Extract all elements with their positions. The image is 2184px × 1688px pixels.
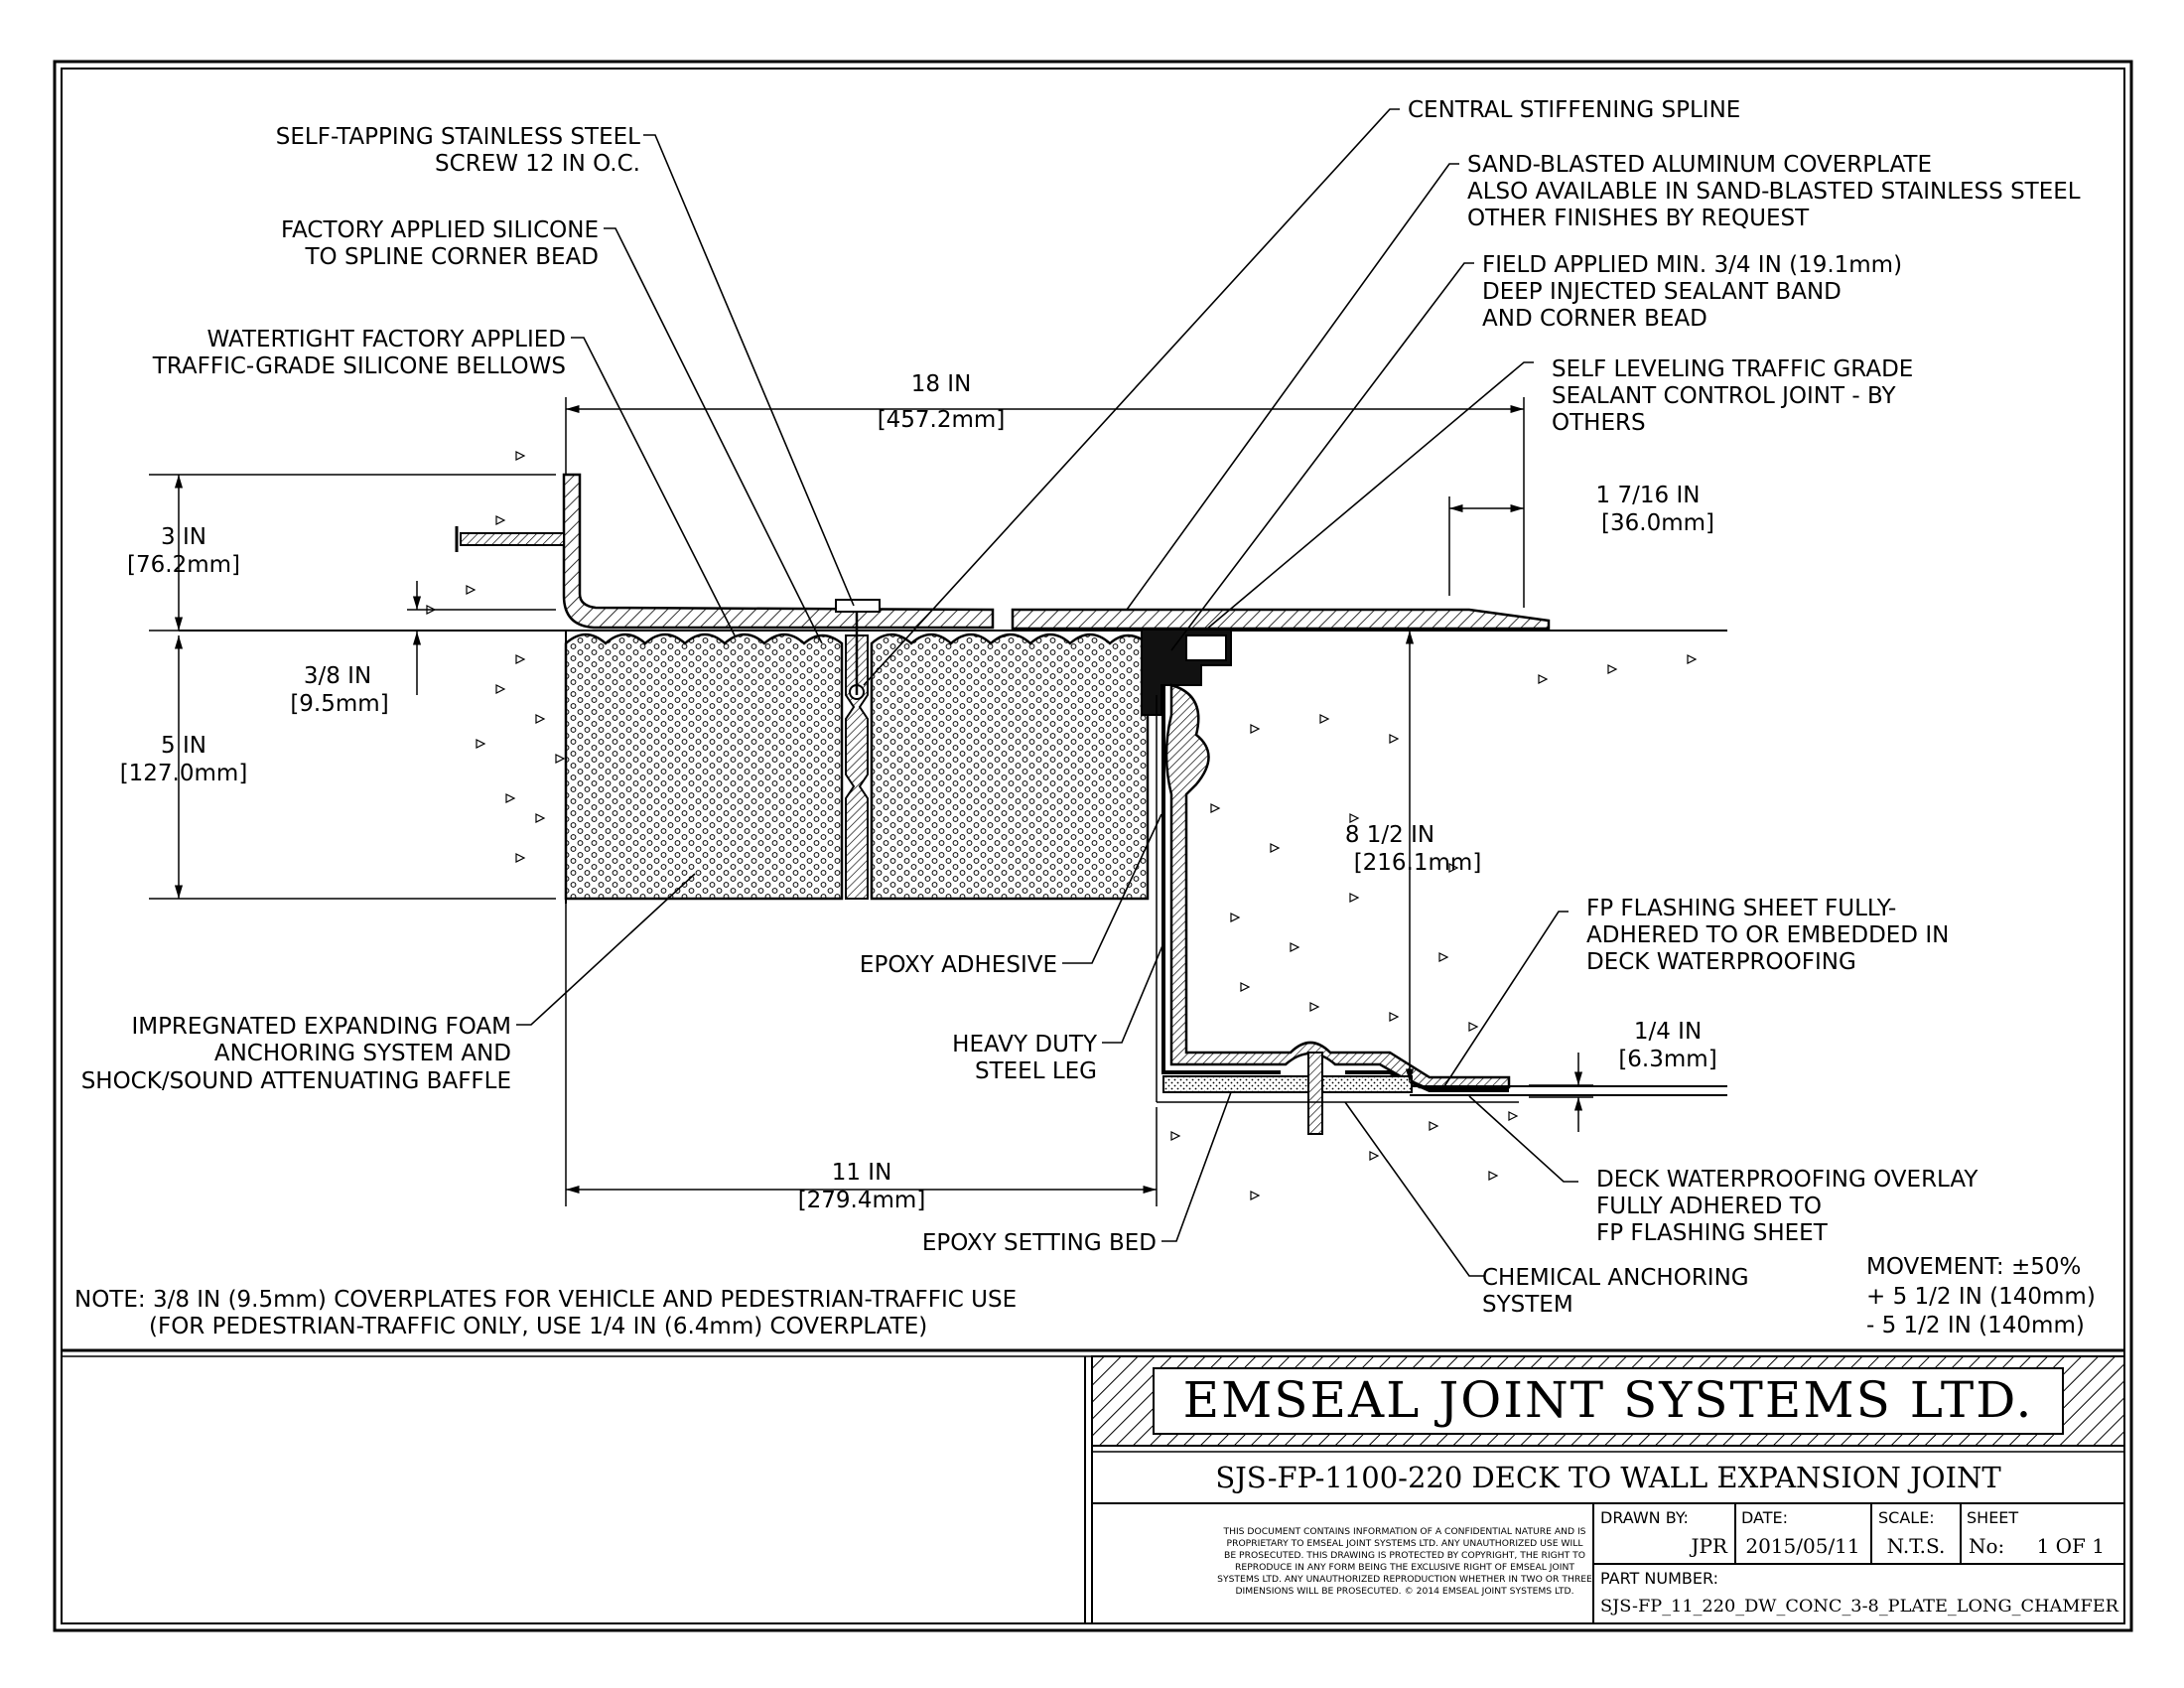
dim-5-mm: [127.0mm] [120,761,248,786]
company-band [1153,1367,2064,1435]
joint-detail [149,108,1727,1277]
dim-3-8-in: 3/8 IN [304,663,371,689]
note-line-1: NOTE: 3/8 IN (9.5mm) COVERPLATES FOR VEH… [74,1287,1017,1313]
disclaimer-line-3: BE PROSECUTED. THIS DRAWING IS PROTECTED… [1224,1550,1585,1561]
dim-18-mm: [457.2mm] [878,407,1006,433]
drawn-by-label: DRAWN BY: [1600,1508,1689,1527]
callout-silicone-bead-2: TO SPLINE CORNER BEAD [304,244,599,270]
flashing-sheet [1161,685,1509,1092]
callout-flashing-2: ADHERED TO OR EMBEDDED IN [1586,922,1949,948]
callout-coverplate-2: ALSO AVAILABLE IN SAND-BLASTED STAINLESS… [1467,179,2081,205]
date-label: DATE: [1741,1508,1788,1527]
dim-3-mm: [76.2mm] [127,552,240,578]
scale-value: N.T.S. [1887,1534,1946,1558]
dim-chamfer-mm: [36.0mm] [1601,510,1714,536]
callout-coverplate-3: OTHER FINISHES BY REQUEST [1467,206,1810,231]
coverplate-left [562,473,995,630]
callout-control-joint-3: OTHERS [1552,410,1646,436]
callout-sealant-band-3: AND CORNER BEAD [1482,306,1707,332]
sheet-border-outer [53,60,2133,1632]
callout-labels: SELF-TAPPING STAINLESS STEEL SCREW 12 IN… [81,97,2081,1318]
sheet-label: SHEET [1967,1508,2018,1527]
disclaimer-line-4: REPRODUCE IN ANY FORM BEING THE EXCLUSIV… [1235,1562,1574,1573]
dim-8-5-in: 8 1/2 IN [1345,822,1434,848]
steel-leg [1164,683,1511,1089]
coverplate-right [1011,608,1551,631]
callout-anchoring-2: SYSTEM [1482,1292,1573,1318]
dim-11-in: 11 IN [832,1160,892,1186]
callout-control-joint-1: SELF LEVELING TRAFFIC GRADE [1552,356,1913,382]
movement-plus: + 5 1/2 IN (140mm) [1866,1284,2096,1310]
callout-spline: CENTRAL STIFFENING SPLINE [1408,97,1740,123]
disclaimer-block: THIS DOCUMENT CONTAINS INFORMATION OF A … [1217,1526,1592,1597]
callout-coverplate-1: SAND-BLASTED ALUMINUM COVERPLATE [1467,152,1932,178]
callout-overlay-2: FULLY ADHERED TO [1596,1194,1822,1219]
leader-lines [516,108,1578,1277]
chemical-anchor [1307,1052,1323,1135]
dim-5-in: 5 IN [161,733,206,759]
wall-anchor-bolt [460,532,565,546]
dimension-labels: 18 IN [457.2mm] 1 7/16 IN [36.0mm] 3 IN … [120,371,1717,1213]
drawing-title: SJS-FP-1100-220 DECK TO WALL EXPANSION J… [1215,1461,2001,1494]
dim-3-8-mm: [9.5mm] [290,691,388,717]
dim-8-5-mm: [216.1mm] [1354,850,1482,876]
drawn-by-value: JPR [1689,1534,1727,1558]
callout-steel-leg-2: STEEL LEG [975,1058,1097,1084]
central-spline [845,634,869,900]
callout-steel-leg-1: HEAVY DUTY [952,1032,1098,1057]
part-number-label: PART NUMBER: [1600,1569,1718,1588]
callout-flashing-3: DECK WATERPROOFING [1586,949,1856,975]
callout-overlay-1: DECK WATERPROOFING OVERLAY [1596,1167,1979,1193]
epoxy-setting-bed [1162,1075,1413,1093]
dim-18-in: 18 IN [911,371,972,397]
company-name: EMSEAL JOINT SYSTEMS LTD. [1183,1371,2034,1429]
movement-minus: - 5 1/2 IN (140mm) [1866,1313,2085,1338]
dim-chamfer-in: 1 7/16 IN [1596,483,1701,508]
callout-overlay-3: FP FLASHING SHEET [1596,1220,1829,1246]
dim-1-4-in: 1/4 IN [1634,1019,1702,1045]
callout-anchoring-1: CHEMICAL ANCHORING [1482,1265,1749,1291]
corner-bead [1185,634,1227,661]
disclaimer-line-1: THIS DOCUMENT CONTAINS INFORMATION OF A … [1222,1526,1585,1537]
movement-title: MOVEMENT: ±50% [1866,1254,2081,1280]
callout-bellows-1: WATERTIGHT FACTORY APPLIED [207,327,566,352]
sheet-value: 1 OF 1 [2037,1534,2105,1558]
callout-control-joint-2: SEALANT CONTROL JOINT - BY [1552,383,1897,409]
callout-foam-3: SHOCK/SOUND ATTENUATING BAFFLE [81,1068,511,1094]
sheet-no-label: No: [1969,1534,2004,1558]
dimension-lines [149,397,1593,1206]
callout-screw-2: SCREW 12 IN O.C. [435,151,640,177]
callout-epoxy-adhesive: EPOXY ADHESIVE [860,952,1057,978]
callout-sealant-band-2: DEEP INJECTED SEALANT BAND [1482,279,1842,305]
part-number-value: SJS-FP_11_220_DW_CONC_3-8_PLATE_LONG_CHA… [1600,1597,2119,1617]
disclaimer-line-5: SYSTEMS LTD. ANY UNAUTHORIZED REPRODUCTI… [1217,1574,1592,1585]
dim-3-in: 3 IN [161,524,206,550]
dim-11-mm: [279.4mm] [798,1188,926,1213]
disclaimer-line-2: PROPRIETARY TO EMSEAL JOINT SYSTEMS LTD.… [1227,1538,1584,1549]
callout-sealant-band-1: FIELD APPLIED MIN. 3/4 IN (19.1mm) [1482,252,1902,278]
callout-screw-1: SELF-TAPPING STAINLESS STEEL [276,124,640,150]
dim-1-4-mm: [6.3mm] [1618,1047,1716,1072]
cover-screw-head [835,599,881,613]
disclaimer-line-6: DIMENSIONS WILL BE PROSECUTED. © 2014 EM… [1235,1586,1573,1597]
foam-block-left [564,633,844,901]
title-block: EMSEAL JOINT SYSTEMS LTD. SJS-FP-1100-22… [62,1348,2125,1623]
callout-setting-bed: EPOXY SETTING BED [922,1230,1157,1256]
callout-foam-2: ANCHORING SYSTEM AND [214,1041,511,1066]
scale-label: SCALE: [1878,1508,1935,1527]
callout-silicone-bead-1: FACTORY APPLIED SILICONE [281,217,599,243]
callout-bellows-2: TRAFFIC-GRADE SILICONE BELLOWS [152,353,566,379]
callout-flashing-1: FP FLASHING SHEET FULLY- [1586,896,1896,921]
foam-block-right [870,633,1150,901]
date-value: 2015/05/11 [1745,1534,1859,1558]
callout-foam-1: IMPREGNATED EXPANDING FOAM [131,1014,511,1040]
note-line-2: (FOR PEDESTRIAN-TRAFFIC ONLY, USE 1/4 IN… [149,1314,927,1339]
